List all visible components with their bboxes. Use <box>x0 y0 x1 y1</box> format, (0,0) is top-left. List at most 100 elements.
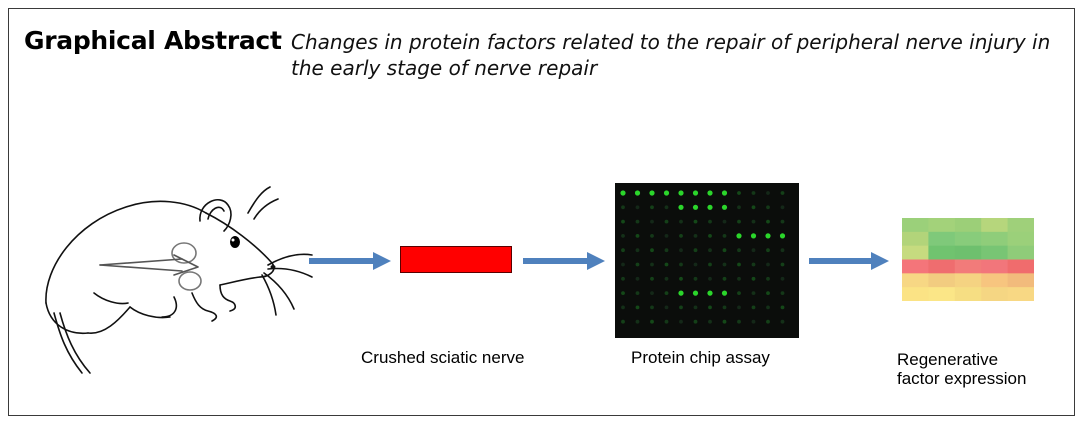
expression-heatmap <box>902 218 1034 301</box>
chip-spot <box>679 305 683 310</box>
chip-spot <box>650 319 654 324</box>
chip-spot <box>708 319 712 324</box>
chip-spot <box>780 205 785 210</box>
chip-spot <box>635 291 640 295</box>
figure-title: Graphical Abstract <box>24 26 282 55</box>
chip-spot <box>692 190 699 196</box>
chip-spot <box>780 319 785 324</box>
chip-spot <box>621 291 625 295</box>
chip-spot <box>737 305 741 310</box>
caption-factor-line2: factor expression <box>897 369 1027 388</box>
chip-spot <box>664 205 669 210</box>
chip-spot <box>737 291 741 295</box>
chip-spot <box>635 219 640 224</box>
chip-spot <box>737 205 741 210</box>
heatmap-cell <box>928 287 956 301</box>
chip-spot <box>664 291 669 295</box>
chip-spot <box>649 190 655 196</box>
chip-spot <box>678 290 684 296</box>
chip-spot <box>664 219 669 224</box>
chip-spot <box>678 190 684 196</box>
caption-protein-chip: Protein chip assay <box>631 348 770 367</box>
chip-spot <box>650 205 654 210</box>
chip-spot <box>737 276 741 281</box>
heatmap-cell <box>981 245 1009 260</box>
heatmap-cell <box>954 231 982 247</box>
chip-spot <box>721 290 728 296</box>
chip-spot <box>751 276 756 281</box>
chip-spot <box>707 190 713 196</box>
heatmap-cell <box>902 218 929 233</box>
heatmap-cell <box>902 273 929 288</box>
heatmap-cell <box>1007 245 1034 260</box>
heatmap-cell <box>902 245 929 260</box>
chip-spot <box>635 305 640 310</box>
chip-spot <box>766 291 770 295</box>
heatmap-cell <box>902 287 929 301</box>
chip-spot <box>621 276 625 281</box>
chip-spot <box>693 262 698 267</box>
chip-spot <box>766 219 770 224</box>
chip-spot <box>766 305 770 310</box>
chip-spot <box>722 276 727 281</box>
chip-spot <box>722 234 727 238</box>
chip-spot <box>766 205 770 210</box>
heatmap-cell <box>954 259 982 274</box>
heatmap-cell <box>902 259 929 274</box>
chip-spot <box>780 276 785 281</box>
chip-spot <box>707 290 713 296</box>
chip-spot <box>751 291 756 295</box>
chip-spot <box>707 204 713 210</box>
chip-spot <box>650 291 654 295</box>
chip-spot <box>708 276 712 281</box>
chip-spot <box>650 234 654 238</box>
heatmap-cell <box>928 245 956 260</box>
chip-spot <box>693 219 698 224</box>
chip-spot <box>620 190 626 196</box>
chip-spot <box>751 262 756 267</box>
chip-spot <box>621 205 625 210</box>
chip-spot <box>780 248 785 253</box>
chip-spot <box>722 248 727 253</box>
chip-spot <box>650 219 654 224</box>
heatmap-cell <box>902 231 929 247</box>
chip-spot <box>722 262 727 267</box>
mouse-illustration <box>45 186 313 374</box>
chip-spot <box>708 219 712 224</box>
chip-spot <box>635 248 640 253</box>
chip-spot <box>737 262 741 267</box>
chip-spot <box>737 191 741 195</box>
arrow-right-icon <box>809 252 889 270</box>
chip-spot <box>693 276 698 281</box>
chip-spot <box>708 248 712 253</box>
chip-spot <box>766 191 770 195</box>
chip-spot <box>737 319 741 324</box>
chip-spot <box>621 219 625 224</box>
heatmap-cell <box>1007 218 1034 233</box>
heatmap-cell <box>1007 231 1034 247</box>
chip-spot <box>679 219 683 224</box>
chip-spot <box>693 319 698 324</box>
chip-spot <box>751 319 756 324</box>
chip-spot <box>663 190 670 196</box>
chip-spot <box>751 205 756 210</box>
chip-spot <box>766 248 770 253</box>
chip-spot <box>621 305 625 310</box>
caption-factor-line1: Regenerative <box>897 350 999 369</box>
chip-spot <box>634 190 641 196</box>
chip-spot <box>664 319 669 324</box>
chip-spot <box>722 319 727 324</box>
chip-spot <box>679 234 683 238</box>
chip-spot <box>664 262 669 267</box>
caption-crushed-nerve: Crushed sciatic nerve <box>361 348 525 367</box>
chip-spot <box>780 291 785 295</box>
chip-spot <box>679 319 683 324</box>
heatmap-cell <box>954 287 982 301</box>
chip-spot <box>779 233 786 239</box>
chip-spot <box>780 305 785 310</box>
chip-spot <box>635 234 640 238</box>
chip-spot <box>721 190 728 196</box>
abstract-frame <box>8 8 1075 416</box>
heatmap-cell <box>954 245 982 260</box>
chip-spot <box>678 204 684 210</box>
